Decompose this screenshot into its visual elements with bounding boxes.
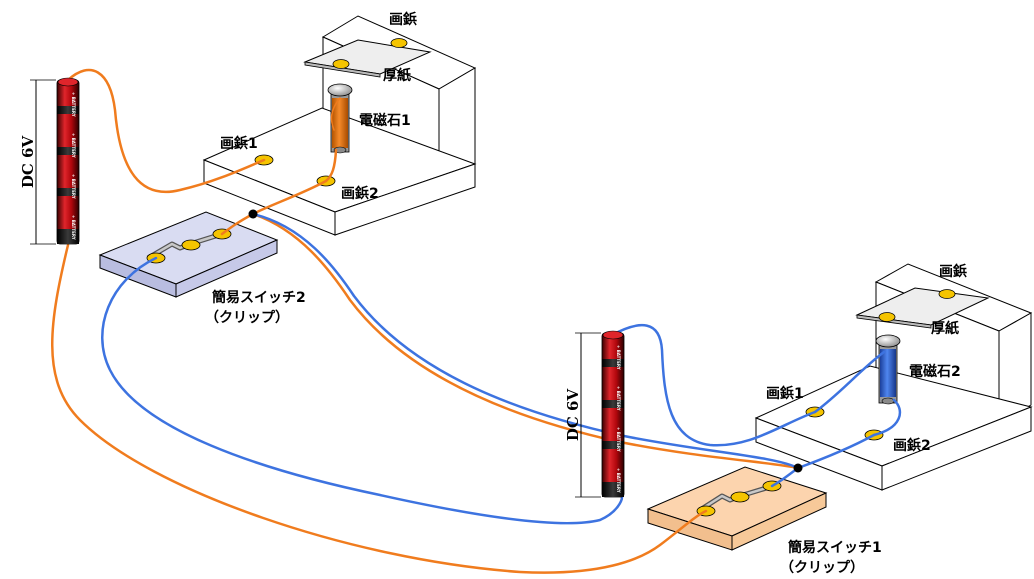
svg-text:+ BATTERY: + BATTERY bbox=[71, 133, 76, 158]
label-pin-2-stand-1: 画鋲2 bbox=[341, 185, 379, 202]
pin-top-1 bbox=[390, 38, 408, 48]
label-pin-top-2: 画鋲 bbox=[939, 263, 967, 280]
battery-pack-a: + BATTERY + BATTERY + BATTERY + BATTERY bbox=[30, 77, 80, 245]
label-switch-1-sub: （クリップ） bbox=[780, 560, 864, 576]
svg-text:+ BATTERY: + BATTERY bbox=[616, 386, 621, 411]
svg-text:+ BATTERY: + BATTERY bbox=[616, 468, 621, 493]
label-pin-top-1: 画鋲 bbox=[389, 11, 417, 28]
cardboard-2 bbox=[855, 287, 990, 329]
label-cardboard-1: 厚紙 bbox=[383, 67, 411, 84]
pin-cardboard-1 bbox=[332, 59, 350, 69]
junction-node-1 bbox=[248, 209, 258, 219]
electromagnet-1 bbox=[327, 83, 353, 154]
label-pin-1-stand-2: 画鋲1 bbox=[766, 385, 804, 402]
switch-2 bbox=[98, 211, 279, 298]
pin-cardboard-2 bbox=[878, 312, 896, 322]
label-cardboard-2: 厚紙 bbox=[931, 320, 959, 337]
label-voltage-a: DC 6V bbox=[19, 136, 37, 189]
label-switch-1: 簡易スイッチ1 bbox=[788, 539, 882, 556]
battery-pack-b: + BATTERY + BATTERY + BATTERY + BATTERY bbox=[575, 330, 625, 498]
svg-text:+ BATTERY: + BATTERY bbox=[71, 92, 76, 117]
label-electromagnet-2: 電磁石2 bbox=[909, 363, 961, 380]
switch-1 bbox=[646, 466, 828, 551]
svg-text:+ BATTERY: + BATTERY bbox=[71, 215, 76, 240]
junction-node-2 bbox=[793, 463, 803, 473]
label-pin-1-stand-1: 画鋲1 bbox=[220, 135, 258, 152]
label-electromagnet-1: 電磁石1 bbox=[359, 112, 411, 129]
stand-1 bbox=[202, 15, 477, 236]
electromagnet-2 bbox=[875, 334, 901, 405]
label-switch-2: 簡易スイッチ2 bbox=[212, 289, 306, 306]
svg-text:+ BATTERY: + BATTERY bbox=[616, 427, 621, 452]
label-switch-2-sub: （クリップ） bbox=[205, 310, 289, 326]
pin-top-2 bbox=[938, 289, 956, 299]
cardboard-1 bbox=[303, 38, 432, 78]
svg-text:+ BATTERY: + BATTERY bbox=[71, 174, 76, 199]
label-pin-2-stand-2: 画鋲2 bbox=[893, 437, 931, 454]
svg-text:+ BATTERY: + BATTERY bbox=[616, 345, 621, 370]
label-voltage-b: DC 6V bbox=[564, 389, 582, 442]
wires bbox=[51, 68, 902, 574]
